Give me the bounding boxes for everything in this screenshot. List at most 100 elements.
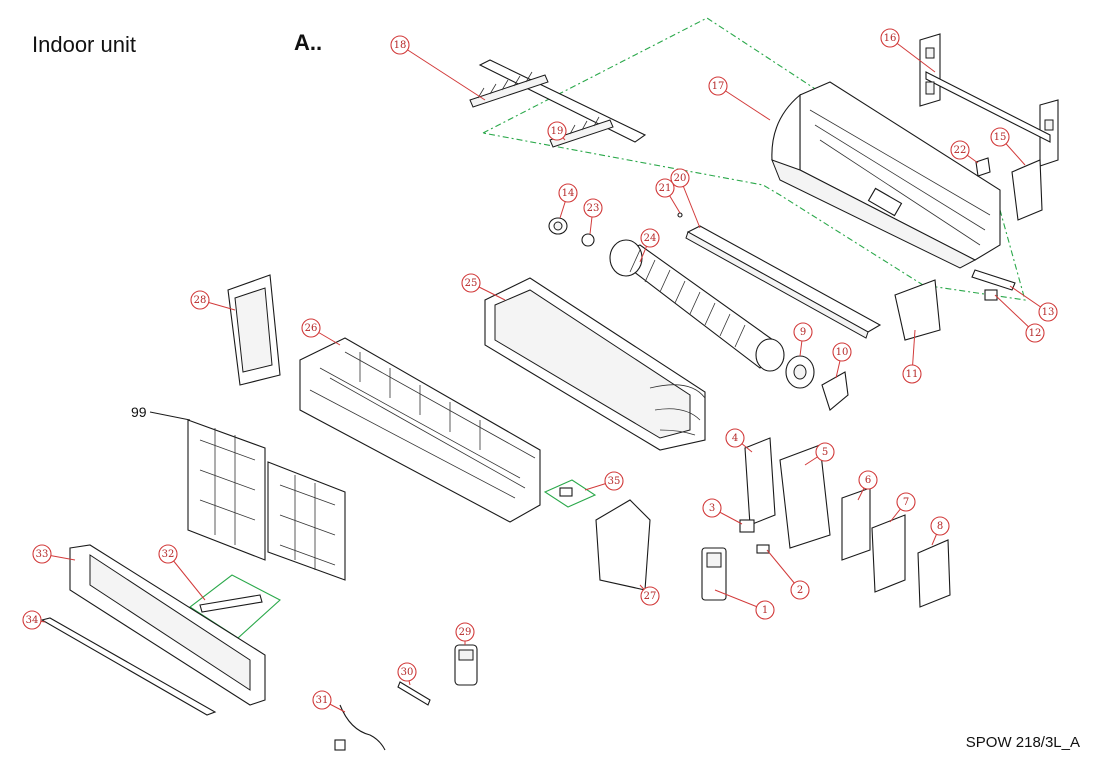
callout-number-16: 16: [884, 33, 897, 44]
part-2-fuse: [756, 544, 770, 554]
callout-8: 8: [930, 516, 950, 546]
callout-31: 31: [312, 690, 346, 713]
callout-bubble-20: [670, 168, 690, 188]
diagram-title: Indoor unit: [32, 32, 136, 57]
callout-number-19: 19: [551, 126, 564, 137]
part-22-clip: [975, 157, 991, 177]
callout-number-32: 32: [162, 549, 175, 560]
callout-bubble-16: [880, 28, 900, 48]
callout-number-15: 15: [994, 132, 1007, 143]
callout-bubble-28: [190, 290, 210, 310]
callout-number-7: 7: [903, 497, 909, 508]
callout-19: 19: [547, 121, 567, 141]
part-34-trim-strip: [40, 617, 217, 716]
callout-14: 14: [558, 183, 578, 219]
callout-number-8: 8: [937, 521, 943, 532]
callout-number-2: 2: [797, 585, 803, 596]
callout-bubble-11: [902, 364, 922, 384]
callout-bubble-7: [896, 492, 916, 512]
callout-bubble-3: [702, 498, 722, 518]
callout-bubble-25: [461, 273, 481, 293]
callout-12: 12: [994, 294, 1045, 343]
callout-bubble-19: [547, 121, 567, 141]
callout-2: 2: [766, 549, 810, 600]
callout-leader-17: [717, 85, 771, 121]
callout-29: 29: [455, 622, 475, 645]
reference-99-leader: [149, 411, 191, 421]
callout-leader-18: [399, 44, 486, 101]
callout-bubble-34: [22, 610, 42, 630]
callout-13: 13: [1009, 285, 1058, 322]
callout-bubble-9: [793, 322, 813, 342]
callout-bubble-22: [950, 140, 970, 160]
callout-number-9: 9: [800, 327, 806, 338]
callout-number-24: 24: [644, 233, 657, 244]
callout-leader-32: [167, 553, 206, 601]
callout-bubble-4: [725, 428, 745, 448]
callouts: 1234567891011121314151617181920212223242…: [22, 28, 1058, 713]
callout-bubble-2: [790, 580, 810, 600]
callout-number-17: 17: [712, 81, 725, 92]
document-reference: SPOW 218/3L_A: [965, 734, 1080, 751]
part-9-motor: [785, 355, 815, 389]
callout-15: 15: [990, 127, 1026, 166]
callout-number-20: 20: [674, 173, 687, 184]
callout-bubble-27: [640, 586, 660, 606]
part-12-sensor: [984, 289, 998, 301]
part-35-display-group: [543, 479, 597, 508]
callout-number-29: 29: [459, 627, 472, 638]
part-21-screw: [677, 212, 683, 218]
section-label: A..: [294, 30, 323, 55]
callout-bubble-31: [312, 690, 332, 710]
callout-number-6: 6: [865, 475, 871, 486]
part-99-filters: [187, 419, 346, 581]
callout-number-10: 10: [836, 347, 849, 358]
callout-11: 11: [902, 329, 922, 384]
part-31-cable: [334, 704, 386, 751]
part-5-electric-box: [779, 444, 831, 549]
callout-21: 21: [655, 178, 681, 214]
part-27-right-cover: [595, 499, 651, 591]
callout-3: 3: [702, 498, 743, 525]
callout-bubble-8: [930, 516, 950, 536]
part-17-chassis: [771, 81, 1001, 269]
callout-number-1: 1: [762, 605, 768, 616]
callout-33: 33: [32, 544, 76, 564]
callout-number-31: 31: [316, 695, 329, 706]
part-25-evaporator: [484, 277, 706, 451]
part-28-left-cover: [227, 274, 281, 386]
callout-bubble-10: [832, 342, 852, 362]
callout-bubble-32: [158, 544, 178, 564]
part-23-bearing: [581, 233, 595, 247]
callout-27: 27: [639, 584, 660, 606]
callout-bubble-30: [397, 662, 417, 682]
callout-number-13: 13: [1042, 307, 1055, 318]
callout-number-28: 28: [194, 295, 207, 306]
callout-number-21: 21: [659, 183, 672, 194]
callout-bubble-6: [858, 470, 878, 490]
callout-bubble-15: [990, 127, 1010, 147]
part-20-strip: [685, 225, 882, 339]
callout-number-34: 34: [26, 615, 39, 626]
callout-number-3: 3: [709, 503, 715, 514]
callout-number-26: 26: [305, 323, 318, 334]
callout-17: 17: [708, 76, 771, 121]
reference-99-label: 99: [131, 404, 147, 420]
part-6-cover: [841, 487, 871, 561]
callout-number-30: 30: [401, 667, 414, 678]
part-3-terminal: [739, 519, 755, 533]
callout-16: 16: [880, 28, 936, 73]
callout-4: 4: [725, 428, 753, 453]
callout-25: 25: [461, 273, 506, 301]
callout-26: 26: [301, 318, 341, 346]
callout-bubble-17: [708, 76, 728, 96]
callout-32: 32: [158, 544, 206, 601]
callout-bubble-13: [1038, 302, 1058, 322]
callout-6: 6: [857, 470, 878, 501]
callout-28: 28: [190, 290, 236, 311]
callout-bubble-35: [604, 471, 624, 491]
callout-number-11: 11: [906, 369, 919, 380]
part-18-louver-bar: [469, 59, 647, 143]
group-outline-front-panel: [481, 17, 1026, 301]
callout-7: 7: [889, 492, 916, 523]
